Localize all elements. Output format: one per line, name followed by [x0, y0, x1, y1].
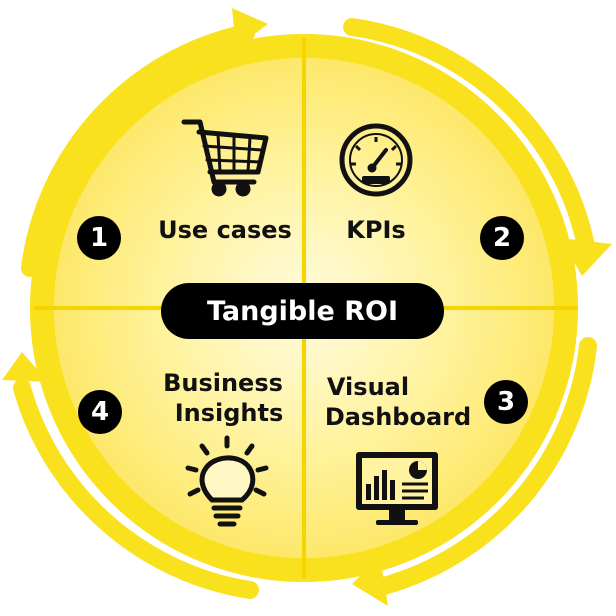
step-4-label-line1: Business — [163, 369, 283, 397]
center-roi-pill: Tangible ROI — [161, 283, 444, 339]
step-3-label-line1: Visual — [326, 373, 410, 401]
step-2-label: KPIs — [346, 216, 406, 244]
step-2-badge: 2 — [480, 216, 524, 260]
arrow-bottom-left — [2, 352, 259, 599]
step-4-badge: 4 — [78, 390, 122, 434]
speedometer-icon — [339, 123, 413, 197]
arrow-top-left — [21, 8, 268, 277]
step-4-label-line2: Insights — [174, 399, 284, 427]
lightbulb-icon — [185, 435, 269, 527]
step-3-label-line2: Dashboard — [324, 403, 472, 431]
step-1-label: Use cases — [158, 216, 292, 244]
arrow-top-right — [343, 18, 612, 276]
arrow-bottom-right — [352, 337, 597, 606]
shopping-cart-icon — [181, 119, 269, 197]
step-1-badge: 1 — [77, 216, 121, 260]
step-3-badge: 3 — [484, 380, 528, 424]
dashboard-monitor-icon — [356, 452, 438, 525]
